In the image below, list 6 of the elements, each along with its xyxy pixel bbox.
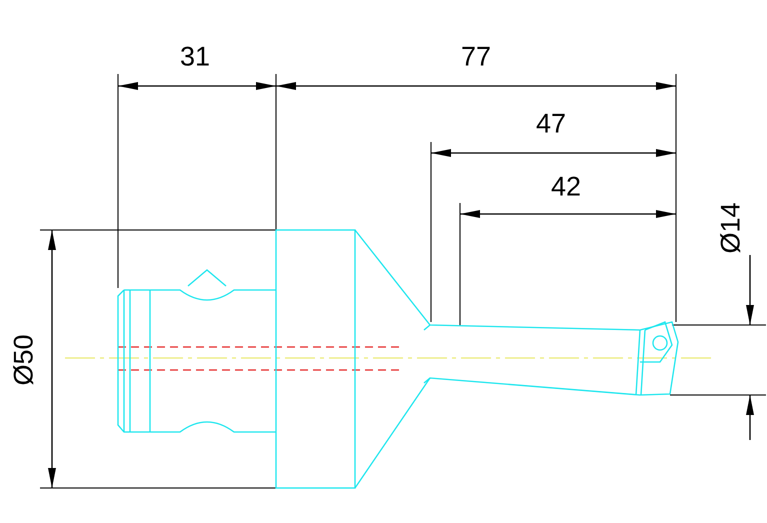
dimension-text: 77 <box>460 44 492 70</box>
dimension-text: Ø50 <box>10 334 38 386</box>
dimension-text: Ø14 <box>718 202 744 254</box>
dimension-text: 42 <box>550 174 582 200</box>
dimension-text: 47 <box>536 110 566 138</box>
dimension-text: 31 <box>180 44 210 70</box>
